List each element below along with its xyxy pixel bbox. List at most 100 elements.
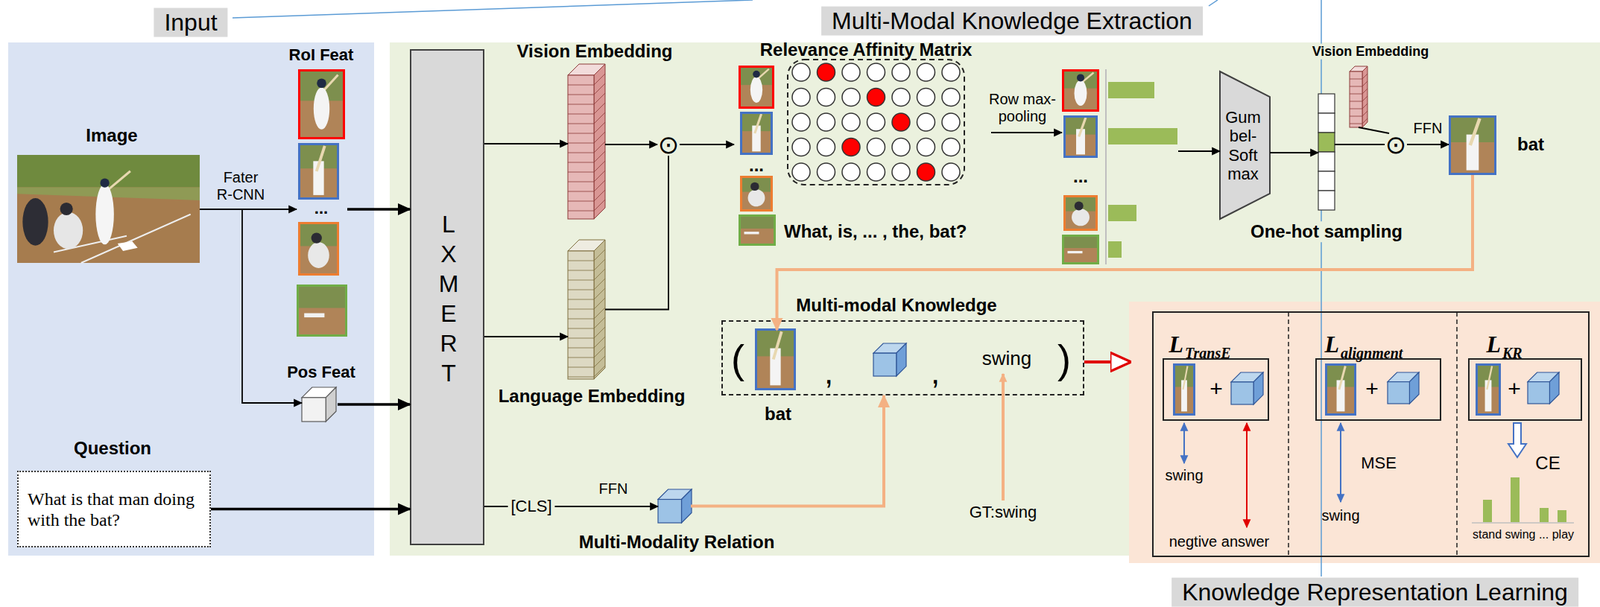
photo-thumbnail	[740, 111, 773, 156]
photo-player	[313, 87, 330, 129]
column-cell	[567, 84, 594, 86]
photo-dirt	[738, 228, 776, 246]
column-cell	[593, 122, 606, 134]
node-text: +	[1507, 376, 1522, 403]
column-cell	[1362, 118, 1368, 124]
photo-thumbnail	[1061, 69, 1100, 112]
photo-thumbnail	[740, 175, 773, 212]
free-label: ,	[930, 353, 940, 392]
connector	[605, 143, 658, 146]
column-cell	[1349, 108, 1363, 110]
column-cell	[567, 123, 594, 125]
node-text: Pos Feat	[286, 362, 356, 382]
thumbnail-border	[299, 144, 339, 199]
column-cell	[1362, 103, 1368, 109]
photo-thumbnail	[298, 222, 340, 276]
one-hot-cell	[1318, 171, 1335, 191]
column-cell	[567, 114, 594, 115]
node-text: CE	[1535, 453, 1560, 474]
photo-grass	[1061, 234, 1100, 265]
photo-helmet	[1076, 73, 1085, 82]
column-cell	[567, 367, 594, 369]
photo-dirt	[1061, 248, 1100, 265]
node-text: alignment	[1340, 345, 1403, 363]
connector	[337, 403, 410, 407]
photo-bat	[1470, 118, 1481, 146]
feature-cube	[1527, 372, 1560, 404]
column-cell	[593, 141, 606, 153]
node-text: swing	[1164, 467, 1203, 485]
photo-chalk	[1067, 251, 1083, 254]
connector	[991, 131, 1062, 134]
batter	[95, 184, 115, 245]
cube-front	[1527, 382, 1550, 404]
thumbnail-border	[1063, 236, 1099, 264]
thumbnail-border	[1064, 196, 1097, 231]
connector	[1269, 152, 1319, 154]
node-text: bat	[1517, 134, 1545, 156]
affinity-cell	[817, 63, 836, 82]
baseball-photo	[17, 155, 200, 264]
affinity-cell	[867, 113, 886, 132]
feature-cube	[1231, 372, 1264, 405]
embedding-column	[567, 239, 606, 380]
affinity-cell	[792, 88, 811, 107]
thumbnail-border	[740, 216, 776, 246]
thumbnail-border	[741, 113, 773, 155]
connector	[484, 143, 568, 145]
photo-grass	[1475, 363, 1501, 416]
photo-grass	[1061, 69, 1100, 112]
column-cell	[1362, 96, 1368, 102]
column-cell	[593, 307, 606, 319]
affinity-cell	[867, 88, 886, 107]
thumbnail-border	[299, 70, 345, 139]
column-cell	[593, 288, 606, 300]
affinity-cell	[817, 88, 836, 107]
thumbnail-border	[299, 223, 339, 275]
photo-chalk	[744, 231, 760, 235]
cube-front	[1231, 382, 1254, 405]
affinity-cell	[867, 163, 886, 182]
affinity-cell	[892, 113, 910, 132]
thumbnail-border	[741, 177, 773, 211]
column-cell	[593, 131, 606, 144]
column-cell	[593, 327, 606, 339]
node-text: Input	[153, 8, 228, 38]
affinity-cell	[792, 138, 811, 157]
affinity-cell	[941, 138, 960, 157]
ground-truth-arrow	[1001, 374, 1005, 501]
photo-thumbnail	[296, 284, 348, 337]
column-cell	[593, 190, 606, 202]
affinity-cell	[867, 63, 886, 82]
column-cell	[1349, 116, 1363, 118]
connector	[210, 508, 410, 512]
photo-thumbnail	[738, 65, 775, 109]
column-side	[1362, 66, 1368, 128]
photo-dirt	[296, 308, 348, 338]
node-text: Multi-Modal Knowledge Extraction	[821, 6, 1203, 36]
transe-loss: LTransE+swingnegtive answer	[1152, 312, 1289, 557]
node-text: Question	[73, 438, 152, 460]
cube-front	[301, 397, 326, 422]
bar-axis	[1471, 522, 1574, 524]
home-plate	[117, 241, 138, 252]
node-text: Relevance Affinity Matrix	[760, 39, 973, 61]
photo-mask	[1074, 201, 1084, 211]
connector	[1406, 143, 1449, 146]
column-cell	[593, 346, 606, 358]
one-hot-cell	[1318, 152, 1335, 172]
photo-grass	[1325, 363, 1357, 416]
photo-grass	[740, 175, 773, 212]
photo-player	[1071, 208, 1090, 226]
affinity-cell	[892, 88, 910, 107]
column-cell	[1362, 111, 1368, 117]
photo-thumbnail	[754, 328, 796, 391]
photo-grass	[298, 222, 340, 276]
node-text: L	[1168, 330, 1184, 359]
column-cell	[567, 270, 594, 272]
one-hot-cell	[1318, 132, 1335, 153]
cube-front	[658, 500, 682, 524]
photo-thumbnail	[298, 69, 346, 140]
photo-thumbnail	[1061, 234, 1100, 265]
